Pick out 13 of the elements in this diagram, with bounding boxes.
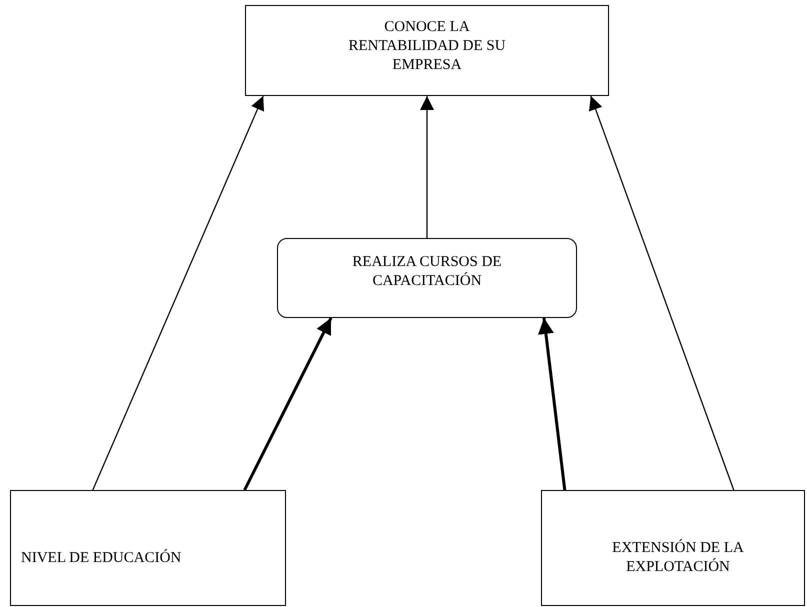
box xyxy=(245,5,609,96)
node-label: EXTENSIÓN DE LA EXPLOTACIÓN xyxy=(611,539,745,577)
arrow xyxy=(420,96,434,238)
node-label: CONOCE LA RENTABILIDAD DE SU EMPRESA xyxy=(347,18,507,75)
arrow xyxy=(589,96,734,490)
node-label: REALIZA CURSOS DE CAPACITACIÓN xyxy=(351,253,503,291)
arrow xyxy=(243,317,332,491)
arrow xyxy=(92,96,264,490)
node-label: NIVEL DE EDUCACIÓN xyxy=(21,548,182,568)
arrow xyxy=(538,318,566,490)
rounded-box xyxy=(277,238,577,318)
box xyxy=(10,490,286,606)
box xyxy=(541,490,805,606)
